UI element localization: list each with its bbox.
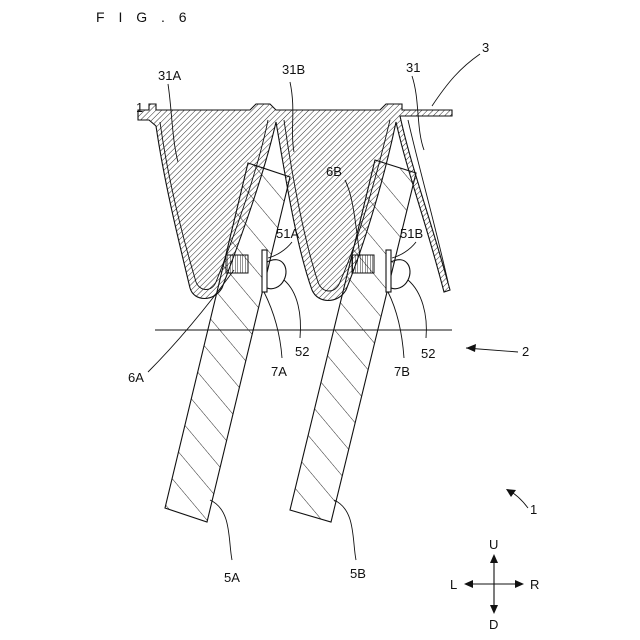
arrow-2	[466, 344, 518, 352]
label-31A: 31A	[158, 68, 181, 83]
label-5B: 5B	[350, 566, 366, 581]
leader-3	[432, 54, 480, 106]
arrow-up-icon	[490, 554, 498, 563]
label-1: 1	[530, 502, 537, 517]
label-52a: 52	[295, 344, 309, 359]
arrow-left-icon	[464, 580, 473, 588]
arrow-right-icon	[515, 580, 524, 588]
leader-7B	[388, 292, 404, 358]
filler-6B	[352, 255, 374, 273]
figure-title: F I G . 6	[96, 9, 192, 25]
label-3: 3	[482, 40, 489, 55]
arrow-down-icon	[490, 605, 498, 614]
compass-up-label: U	[489, 537, 498, 552]
label-2: 2	[522, 344, 529, 359]
compass-right-label: R	[530, 577, 539, 592]
plate-7A	[262, 250, 267, 292]
label-51B: 51B	[400, 226, 423, 241]
label-6A: 6A	[128, 370, 144, 385]
label-5A: 5A	[224, 570, 240, 585]
arrow-1	[506, 489, 528, 508]
direction-compass: U D L R	[450, 537, 539, 632]
plate-7B	[386, 250, 391, 292]
bulge-52a	[267, 260, 286, 289]
label-6B: 6B	[326, 164, 342, 179]
label-51A: 51A	[276, 226, 299, 241]
leader-5A	[210, 500, 232, 560]
leader-52b	[408, 280, 426, 338]
leader-7A	[264, 292, 282, 358]
label-31B: 31B	[282, 62, 305, 77]
label-1-small: 1	[136, 100, 143, 115]
compass-left-label: L	[450, 577, 457, 592]
label-31: 31	[406, 60, 420, 75]
label-7B: 7B	[394, 364, 410, 379]
compass-down-label: D	[489, 617, 498, 632]
leader-52a	[284, 280, 300, 338]
label-52b: 52	[421, 346, 435, 361]
leader-5B	[334, 500, 356, 560]
label-7A: 7A	[271, 364, 287, 379]
filler-6A	[226, 255, 248, 273]
